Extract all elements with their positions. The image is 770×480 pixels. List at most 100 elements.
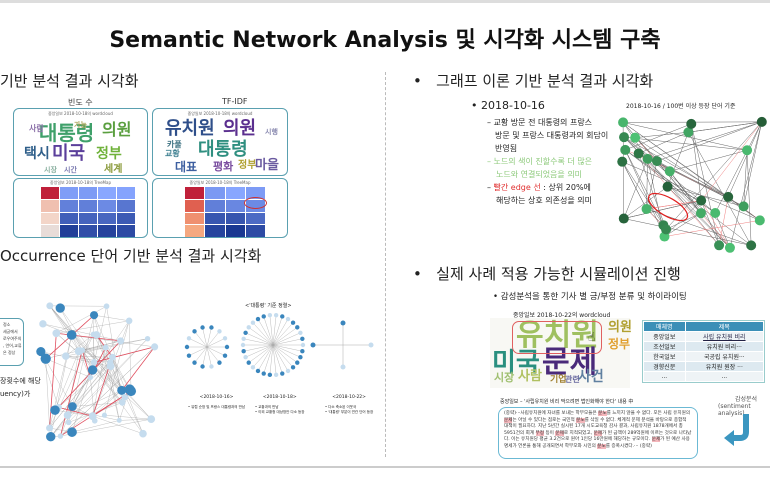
radial-title: <'대통령' 기준 정렬> xyxy=(245,303,292,309)
wordcloud-word: 유치원 xyxy=(165,118,215,139)
graph-notes: – 교황 방문 전 대통령의 프랑스 방문 및 프랑스 대통령과의 회담이 반영… xyxy=(487,116,608,207)
graph-edge xyxy=(623,136,729,198)
radial-node xyxy=(255,368,261,374)
radial-edge xyxy=(243,338,274,346)
sentiment-label: 감성분석 xyxy=(735,396,758,403)
wordcloud-word: 시장 xyxy=(44,166,57,174)
network-node xyxy=(106,362,115,371)
graph-edge xyxy=(623,158,648,219)
treemap-cell xyxy=(79,199,97,212)
wordcloud-word: 대통령 xyxy=(198,139,248,160)
network-node xyxy=(117,385,127,395)
network-edge xyxy=(112,357,122,391)
network-edge xyxy=(49,305,122,391)
radial-edge xyxy=(243,344,274,352)
network-edge xyxy=(49,305,79,352)
table-cell: 조선일보 xyxy=(643,341,686,352)
red-edge-label: 빨간 edge 선 xyxy=(493,183,541,192)
wordcloud-word: 시간 xyxy=(64,166,77,174)
table-cell: 국공립 유치원··· xyxy=(684,351,765,362)
wordcloud-caption: 중앙일보 2018-10-18의 wordcloud xyxy=(48,111,113,116)
treemap-cell xyxy=(41,187,59,199)
radial-node xyxy=(300,336,305,341)
network-edge-strong xyxy=(56,332,121,342)
sentiment-label-en: (sentiment analysis) xyxy=(718,403,751,417)
treemap-cell xyxy=(60,187,78,199)
radial-node xyxy=(200,364,205,369)
network-node xyxy=(117,337,125,345)
treemap-cell xyxy=(98,225,116,237)
network-edge-strong xyxy=(121,346,155,391)
radial-graphs xyxy=(184,312,374,378)
note-line: 방문 및 프랑스 대통령과의 회담이 xyxy=(495,131,609,140)
radial-node xyxy=(368,342,374,348)
graph-edge xyxy=(688,121,762,133)
wordcloud-word: 미국 xyxy=(492,348,540,378)
table-cell: 한국일보 xyxy=(643,351,686,362)
highlighted-word: 부정 xyxy=(535,430,544,436)
graph-node xyxy=(620,144,631,155)
graph-node xyxy=(664,166,675,177)
sentiment-bullet: • 감성분석을 통한 기사 별 긍/부정 분류 및 하이라이팅 xyxy=(493,292,687,302)
graph-edge xyxy=(646,200,702,210)
radial-edge xyxy=(188,338,208,348)
network-edge xyxy=(56,306,107,334)
graph-edge xyxy=(647,158,720,246)
article-text: (중략)···사립유치원에 자녀를 보내는 학부모들은 xyxy=(504,411,599,416)
network-node xyxy=(74,347,83,356)
treemap-cell xyxy=(98,212,116,225)
graph-edge xyxy=(727,121,763,198)
treemap-cell xyxy=(205,225,225,237)
wordcloud-word: 기업 xyxy=(550,375,567,385)
graph-edge xyxy=(700,200,720,246)
network-edge xyxy=(94,315,130,321)
radial-edge xyxy=(272,344,303,352)
highlight-ellipse xyxy=(647,192,689,222)
radial-node xyxy=(273,372,279,378)
radial-node xyxy=(240,342,246,348)
network-edge xyxy=(56,320,130,334)
article-text: 는 아닐 수 있다는 점로는 국민적 xyxy=(512,417,577,423)
side-box-line: 로우여주의 xyxy=(3,336,22,341)
radial-node xyxy=(209,364,214,369)
network-edge xyxy=(50,366,111,437)
network-node xyxy=(102,344,109,351)
radial-graph-label: <2018-10-16>• 유럽 순방 및 프랑스 대통령과의 만남 xyxy=(188,395,246,409)
graph-node xyxy=(618,213,629,224)
note-line: : 상위 20%에 xyxy=(540,183,591,192)
wordcloud-word: 미국 xyxy=(52,143,86,164)
graph-node xyxy=(742,145,753,156)
radial-edge xyxy=(272,344,301,358)
network-node xyxy=(144,336,151,342)
radial-edge xyxy=(206,331,220,348)
graph-node xyxy=(641,203,652,214)
radial-graph-label: <2018-10-22>• 다소 축소된 이웃국• '대통령' 부분이 연관 단… xyxy=(325,395,374,414)
table-cell[interactable]: 사립 유치원 비리 xyxy=(684,331,765,342)
radial-edge xyxy=(248,327,274,346)
bullet-text: 실제 사례 적용 가능한 시뮬레이션 진행 xyxy=(436,265,681,283)
treemap-cell xyxy=(205,187,225,199)
wordcloud-word: 의원 xyxy=(608,320,632,335)
graph-node xyxy=(695,208,706,219)
network-node xyxy=(46,432,56,442)
graph-node xyxy=(662,181,673,192)
network-edge xyxy=(65,355,113,358)
graph-edge xyxy=(625,123,692,151)
network-node xyxy=(87,365,98,375)
table-row[interactable]: ...... xyxy=(643,371,765,382)
network-node xyxy=(63,411,72,419)
side-text-1: 장횟수에 해당 xyxy=(0,377,41,385)
network-node xyxy=(52,329,61,338)
treemap-cell xyxy=(41,212,59,225)
graph-node xyxy=(651,156,662,167)
table-cell: 유치원 원장 ··· xyxy=(684,361,765,372)
radial-edge xyxy=(272,344,289,372)
network-node xyxy=(119,399,126,406)
treemap-frequency: 중앙일보 2018-10-18의 TreeMap xyxy=(13,178,148,238)
